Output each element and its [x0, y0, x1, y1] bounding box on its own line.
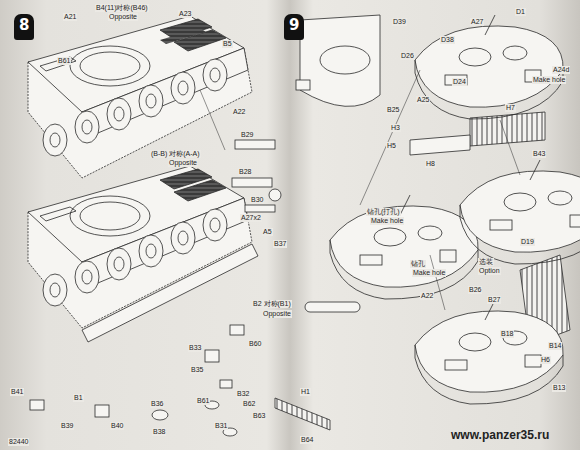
part-number: A27: [470, 18, 484, 26]
part-number: B27: [487, 296, 501, 304]
part-number: B35: [190, 366, 204, 374]
part-number: A22: [420, 292, 434, 300]
part-number: B4(11)对称(B46): [95, 4, 149, 12]
part-number: Opposite: [168, 159, 198, 167]
part-number: A23: [178, 10, 192, 18]
part-number: A27x2: [240, 214, 262, 222]
part-number: H7: [505, 104, 516, 112]
part-number: B32: [236, 390, 250, 398]
part-number: B13: [552, 384, 566, 392]
part-number: B40: [110, 422, 124, 430]
step-number: 9: [284, 16, 304, 34]
part-number: (B-B) 对称(A-A): [150, 150, 201, 158]
step-badge: 8: [14, 14, 34, 40]
part-number: Make hole: [370, 217, 404, 225]
watermark: www.panzer35.ru: [450, 428, 550, 442]
part-number: B36: [150, 400, 164, 408]
part-number: B5: [222, 40, 233, 48]
part-number: B14: [548, 342, 562, 350]
part-number: A5: [262, 228, 273, 236]
part-number: H5: [386, 142, 397, 150]
part-number: B29: [240, 131, 254, 139]
part-number: Option: [478, 267, 501, 275]
part-number: B41: [10, 388, 24, 396]
part-number: B61: [196, 397, 210, 405]
part-number: D1: [515, 8, 526, 16]
part-number: B2 对称(B1): [252, 300, 292, 308]
part-number: B63: [252, 412, 266, 420]
part-number: B38: [152, 428, 166, 436]
part-number: H1: [300, 388, 311, 396]
part-number: B31: [214, 422, 228, 430]
part-number: B1: [73, 394, 84, 402]
part-number: H3: [390, 124, 401, 132]
part-number: A24d: [552, 66, 570, 74]
part-number: D24: [452, 78, 467, 86]
part-number: D39: [392, 18, 407, 26]
part-number: B33: [188, 344, 202, 352]
part-number: B26: [468, 286, 482, 294]
part-number: B28: [238, 168, 252, 176]
part-number: Opposite: [108, 13, 138, 21]
part-number: H6: [540, 356, 551, 364]
step-badge: 9: [284, 14, 304, 40]
part-number: A22: [232, 108, 246, 116]
part-number: D38: [440, 36, 455, 44]
step-number: 8: [14, 16, 34, 34]
part-number: B43: [532, 150, 546, 158]
part-number: B64: [300, 436, 314, 444]
part-number: Make hole: [532, 76, 566, 84]
part-number: A21: [63, 13, 77, 21]
part-number: D26: [400, 52, 415, 60]
part-number: 选装: [478, 258, 494, 266]
part-number: B62: [242, 400, 256, 408]
part-number: B61: [57, 57, 71, 65]
part-number: 82440: [8, 438, 29, 446]
part-number: A25: [416, 96, 430, 104]
part-number: Make hole: [412, 269, 446, 277]
part-number: B30: [250, 196, 264, 204]
part-number: B39: [60, 422, 74, 430]
part-number: 钻孔: [410, 260, 426, 268]
part-number: B25: [386, 106, 400, 114]
part-number: B37: [273, 240, 287, 248]
part-number: D19: [520, 238, 535, 246]
part-number: B60: [248, 340, 262, 348]
part-number: H8: [425, 160, 436, 168]
part-number: 钻孔(打孔): [366, 208, 401, 216]
part-number: B18: [500, 330, 514, 338]
part-number: Opposite: [262, 310, 292, 318]
